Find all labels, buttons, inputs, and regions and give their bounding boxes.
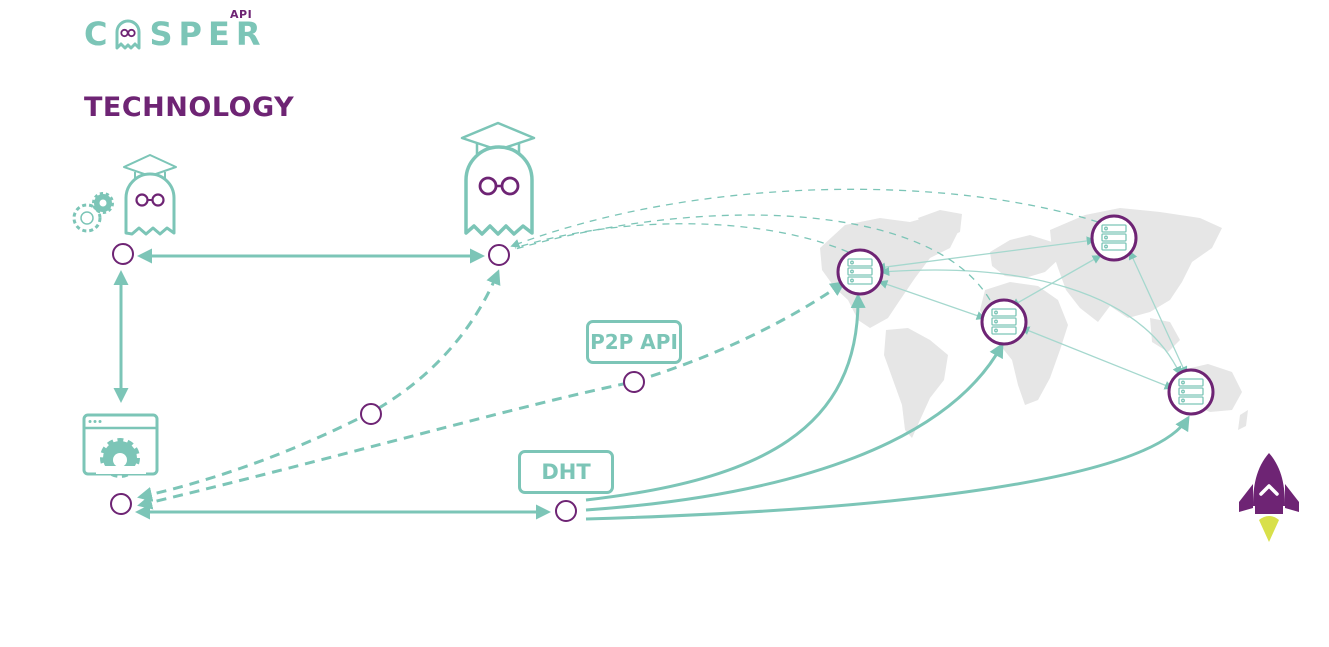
server-node-africa[interactable] bbox=[980, 298, 1028, 346]
app-window-icon bbox=[82, 413, 159, 478]
page-title: TECHNOLOGY bbox=[84, 92, 295, 123]
node-p2p bbox=[623, 371, 645, 393]
server-node-north-america[interactable] bbox=[836, 248, 884, 296]
dht-connections bbox=[585, 293, 1190, 521]
local-connections bbox=[113, 248, 846, 520]
map-south-america bbox=[884, 328, 948, 438]
logo-letters-sper: SPER bbox=[149, 15, 267, 53]
connection-nodes bbox=[110, 243, 645, 522]
logo-api-badge: API bbox=[230, 8, 253, 21]
node-app bbox=[110, 493, 132, 515]
link-dht-northamerica bbox=[585, 293, 866, 502]
map-greenland bbox=[918, 210, 962, 240]
link-dht-africa bbox=[585, 342, 1004, 512]
developer-ghost-icon bbox=[123, 154, 177, 236]
server-rack-icon bbox=[1101, 224, 1127, 251]
remote-dashed-arcs bbox=[510, 188, 1099, 301]
server-rack-icon bbox=[991, 308, 1017, 335]
logo-letter-c: C bbox=[84, 15, 114, 53]
student-ghost-icon bbox=[460, 121, 536, 236]
server-mesh bbox=[876, 236, 1188, 390]
link-app-student-dashed bbox=[137, 269, 501, 502]
server-rack-icon bbox=[1178, 378, 1204, 405]
server-node-asia[interactable] bbox=[1090, 214, 1138, 262]
scroll-to-top-button[interactable] bbox=[1236, 450, 1302, 546]
map-new-zealand bbox=[1238, 410, 1248, 430]
arc-asia-student bbox=[510, 188, 1099, 248]
server-rack-icon bbox=[847, 258, 873, 285]
rocket-icon bbox=[1239, 453, 1299, 542]
dht-label: DHT bbox=[518, 450, 614, 494]
logo-wordmark: C SPER bbox=[84, 18, 266, 50]
casper-logo: C SPER API bbox=[84, 8, 284, 58]
server-node-australia[interactable] bbox=[1167, 368, 1215, 416]
node-midpath bbox=[360, 403, 382, 425]
link-dht-australia bbox=[585, 415, 1190, 521]
node-dht bbox=[555, 500, 577, 522]
gear-icon bbox=[72, 192, 114, 233]
node-student bbox=[488, 244, 510, 266]
logo-ghost-icon bbox=[113, 18, 143, 50]
mesh-na-asia bbox=[876, 236, 1096, 272]
map-southeast-asia bbox=[1150, 318, 1180, 352]
mesh-na-australia bbox=[880, 266, 1181, 376]
map-europe bbox=[990, 235, 1060, 278]
node-developer bbox=[112, 243, 134, 265]
link-app-northamerica-dashed bbox=[137, 281, 846, 510]
p2p-api-label: P2P API bbox=[586, 320, 682, 364]
map-africa bbox=[980, 282, 1068, 405]
arc-na-student bbox=[514, 223, 849, 253]
